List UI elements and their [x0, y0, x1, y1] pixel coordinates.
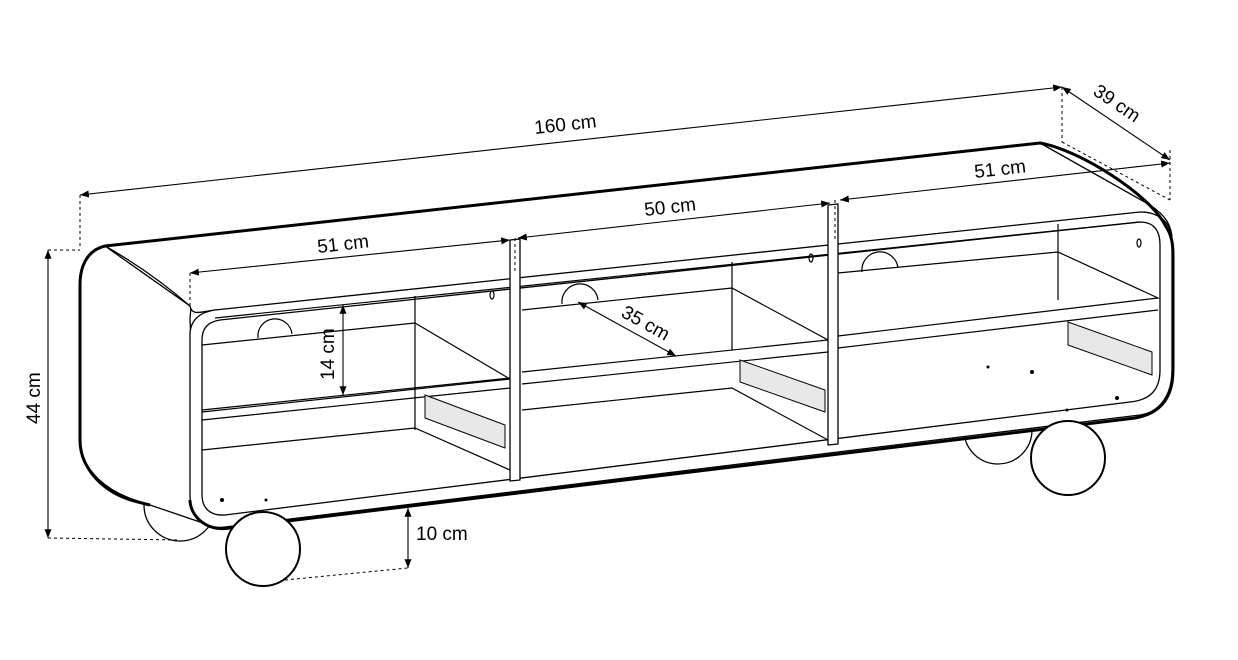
- dim-line-shelf-depth: [577, 301, 677, 357]
- cabinet-body: [78, 141, 1175, 531]
- dimension-lines: [44, 84, 1171, 568]
- dim-line-middle: [517, 200, 831, 241]
- label-height: 44 cm: [24, 372, 45, 424]
- dim-line-total-width: [79, 84, 1063, 198]
- dim-line-depth: [1061, 86, 1171, 161]
- label-total-width: 160 cm: [533, 111, 597, 139]
- wheel-front-left: [225, 511, 301, 587]
- label-shelf-height: 14 cm: [318, 328, 339, 380]
- drawer-rails: [424, 321, 1153, 449]
- label-depth: 39 cm: [1089, 81, 1144, 127]
- dim-line-left: [189, 237, 511, 276]
- label-leg-height: 10 cm: [416, 524, 468, 545]
- wheel-front-right: [1030, 420, 1106, 496]
- dim-line-right: [839, 160, 1171, 203]
